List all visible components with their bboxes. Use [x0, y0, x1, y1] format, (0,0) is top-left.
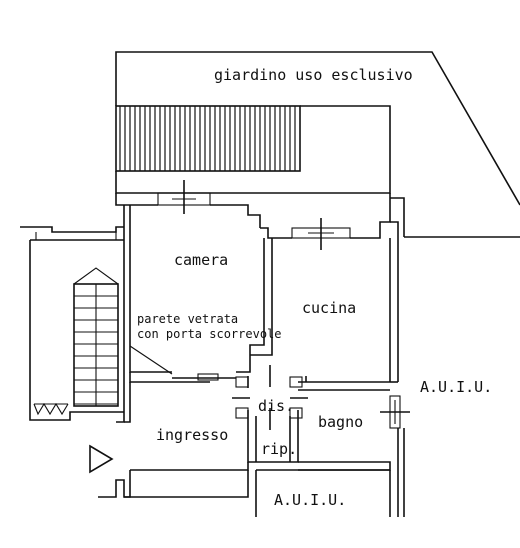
window-top-cucina: [291, 218, 351, 250]
glass-wall-sliding-door: [129, 345, 236, 381]
label-camera: camera: [174, 251, 228, 269]
stair-steps: [74, 284, 118, 406]
window-bagno: [380, 395, 410, 429]
label-dis: dis.: [258, 397, 294, 415]
entrance-arrow-icon: [89, 444, 114, 474]
dis-door-marks: [232, 365, 308, 430]
label-glass-wall-1: parete vetrata: [137, 312, 238, 326]
label-glass-wall-2: con porta scorrevole: [137, 327, 282, 341]
label-bagno: bagno: [318, 413, 363, 431]
exterior-walls: [115, 105, 405, 517]
label-rip: rip.: [261, 440, 297, 458]
staircase: [20, 226, 124, 421]
window-top-camera: [157, 180, 211, 214]
garden-area: [115, 51, 520, 238]
label-cucina: cucina: [302, 299, 356, 317]
label-auiu-right: A.U.I.U.: [420, 378, 492, 396]
label-garden: giardino uso esclusivo: [214, 66, 413, 84]
label-ingresso: ingresso: [156, 426, 228, 444]
hatch-lines: [119, 106, 296, 171]
terrace-hatch: [115, 105, 301, 172]
interior-walls: [98, 205, 391, 517]
label-auiu-bottom: A.U.I.U.: [274, 491, 346, 509]
